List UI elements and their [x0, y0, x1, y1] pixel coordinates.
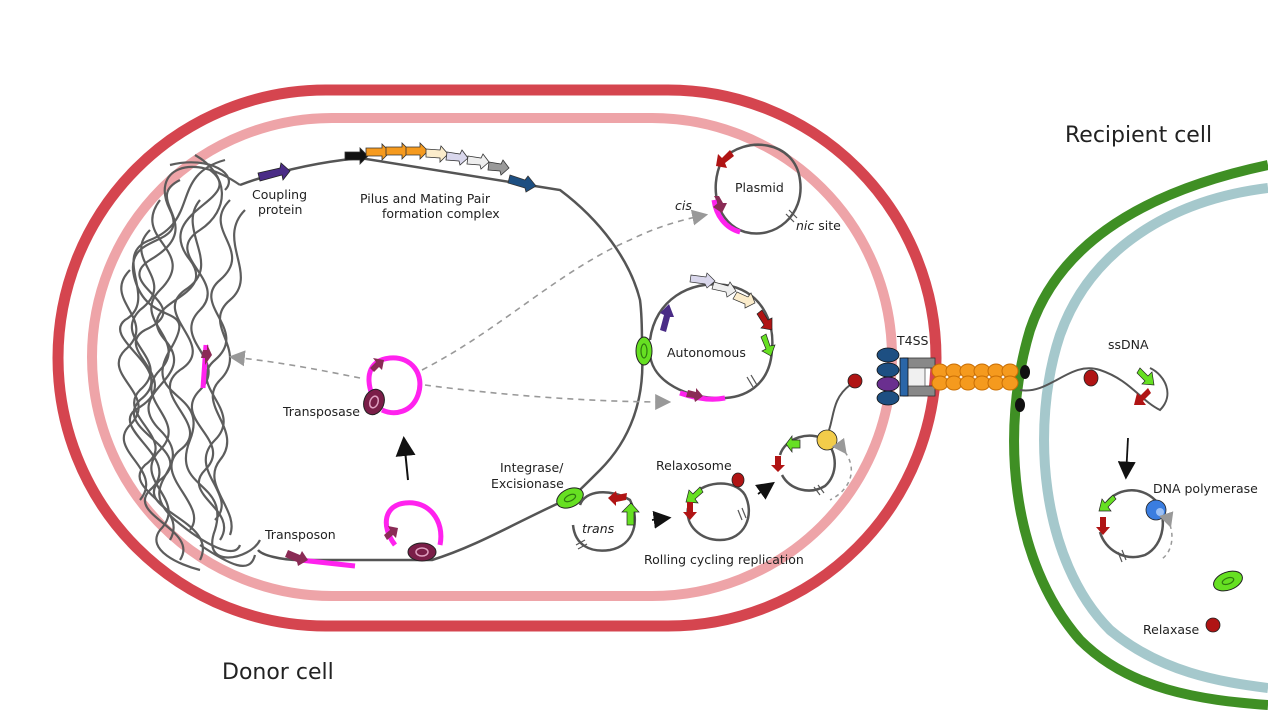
pilus-filament-icon	[931, 363, 1019, 391]
nic-site-label: nic site	[796, 218, 841, 233]
chromosome-tangle-icon	[117, 154, 261, 572]
dna-polymerase-label: DNA polymerase	[1153, 481, 1258, 496]
recipient-outer-membrane	[1009, 160, 1268, 710]
coupling-protein-label-2: protein	[258, 202, 302, 217]
transposon-segment-icon	[285, 550, 356, 569]
excision-arrow	[395, 436, 416, 481]
autonomous-label: Autonomous	[667, 345, 746, 360]
t4ss-label: T4SS	[896, 333, 929, 348]
coupling-protein-label-1: Coupling	[252, 187, 307, 202]
plasmid-icon	[711, 143, 802, 235]
pilus-gene-cluster-icon	[344, 142, 537, 193]
trans-label: trans	[582, 521, 615, 536]
recipient-cell	[1009, 160, 1268, 710]
pilus-label-2: formation complex	[382, 206, 500, 221]
rolling-label: Rolling cycling replication	[644, 552, 804, 567]
recipient-inner-membrane	[1039, 183, 1268, 693]
recipient-pore-icon	[1015, 365, 1030, 412]
helicase-icon	[816, 429, 838, 451]
t4ss-pore-icon	[876, 347, 936, 406]
transfer-dashed-arrows	[228, 209, 709, 410]
ssdna-label: ssDNA	[1108, 337, 1149, 352]
chromosome-transposon-icon	[200, 344, 212, 389]
transposon-label: Transposon	[264, 527, 336, 542]
step-arrow-2	[755, 481, 775, 500]
transposase-label: Transposase	[282, 404, 360, 419]
transposon-excision-circle-icon	[383, 500, 444, 562]
recipient-integrase-icon	[1213, 570, 1243, 592]
relaxase-icon	[1205, 617, 1221, 633]
pilus-label-1: Pilus and Mating Pair	[360, 191, 491, 206]
step-arrow-1	[651, 510, 672, 529]
autonomous-plasmid-icon	[635, 272, 776, 402]
relaxosome-label: Relaxosome	[656, 458, 732, 473]
relaxase-label: Relaxase	[1143, 622, 1200, 637]
trans-circle-icon	[571, 490, 640, 552]
rolling-circle-icon	[771, 373, 863, 501]
integrase-oval-icon	[635, 336, 653, 366]
donor-outer-membrane	[52, 84, 942, 632]
plasmid-label: Plasmid	[735, 180, 784, 195]
transposase-circle-icon	[363, 355, 423, 416]
cis-label: cis	[675, 198, 692, 213]
donor-cell-label: Donor cell	[222, 660, 334, 685]
recipient-down-arrow	[1117, 437, 1136, 480]
integrase-label-2: Excisionase	[491, 476, 564, 491]
integrase-label-1: Integrase/	[500, 460, 564, 475]
recipient-replication-circle-icon	[1096, 489, 1174, 563]
integrase-excisionase-icon	[556, 487, 584, 509]
recipient-ssdna-icon	[1019, 367, 1169, 412]
coupling-protein-gene-icon	[257, 162, 291, 182]
relaxosome-circle-icon	[683, 472, 751, 542]
recipient-cell-label: Recipient cell	[1065, 123, 1212, 148]
